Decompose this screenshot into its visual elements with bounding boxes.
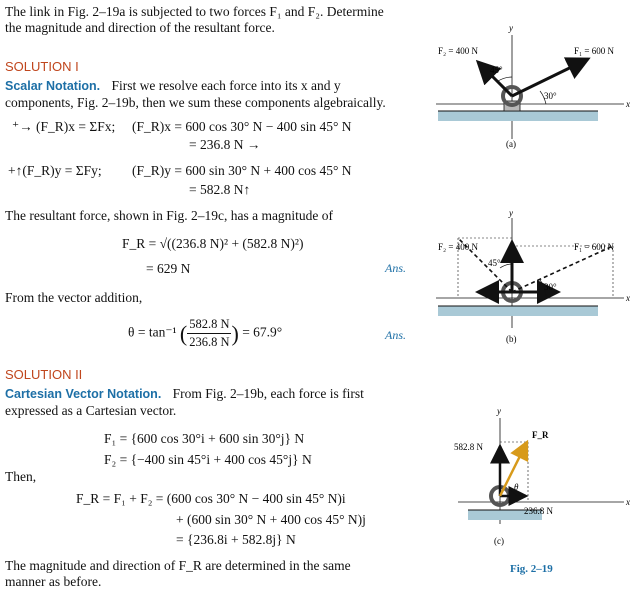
- fig-c-theta-label: θ: [514, 482, 519, 492]
- eq-x-line-1: (F_R)x = 600 cos 30° N − 400 sin 45° N: [132, 119, 352, 134]
- fig-c-x-label: x: [625, 497, 630, 507]
- answer-label-2: Ans.: [385, 328, 406, 342]
- fig-b-y-label: y: [508, 210, 513, 218]
- final-text-2: manner as before.: [5, 574, 102, 589]
- magnitude-text: The resultant force, shown in Fig. 2–19c…: [5, 208, 334, 223]
- eq-x-line-2: = 236.8 N →: [189, 137, 261, 152]
- fig-c-caption: (c): [494, 536, 504, 546]
- fr-cartesian-2: + (600 sin 30° N + 400 cos 45° N)j: [176, 512, 366, 527]
- fig-a-f1-arrow: [511, 57, 591, 98]
- fig-b-30-label: 30°: [544, 282, 557, 292]
- fig-b-45-label: 45°: [488, 258, 501, 268]
- fig-a-x-label: x: [625, 99, 630, 109]
- answer-label-1: Ans.: [385, 261, 406, 275]
- eq-y-line-2: = 582.8 N↑: [189, 182, 251, 197]
- fig-a-ground: [438, 111, 598, 121]
- solution-2-paragraph-2: expressed as a Cartesian vector.: [5, 403, 177, 418]
- eq-y-lhs: +↑(F_R)y = ΣFy;: [8, 163, 102, 178]
- fig-b-f1-label: F₁ = 600 N: [574, 242, 614, 252]
- fig-a-f1-label: F₁ = 600 N: [574, 46, 614, 56]
- solution-1-paragraph-2: components, Fig. 2–19b, then we sum thes…: [5, 95, 386, 110]
- fig-c-ground: [468, 510, 542, 520]
- solution-1-heading: SOLUTION I: [5, 59, 79, 74]
- solution-2-subheading: Cartesian Vector Notation.: [5, 387, 162, 401]
- theta-denominator: 236.8 N: [189, 335, 230, 349]
- f1-vector: F₁ = {600 cos 30°i + 600 sin 30°j} N: [104, 431, 305, 446]
- final-text-1: The magnitude and direction of F_R are d…: [5, 558, 351, 573]
- f2-vector: F₂ = {−400 sin 45°i + 400 cos 45°j} N: [104, 452, 312, 467]
- fig-a-f2-label: F₂ = 400 N: [438, 46, 478, 56]
- figure-b: F₂ = 400 N F₁ = 600 N 45° 30° x y (b): [436, 210, 630, 344]
- fig-c-fr-label: F_R: [532, 430, 549, 440]
- fr-cartesian-1: F_R = F₁ + F₂ = (600 cos 30° N − 400 sin…: [76, 491, 346, 506]
- fig-c-fy-label: 582.8 N: [454, 442, 484, 452]
- eq-y-line-1: (F_R)y = 600 sin 30° N + 400 cos 45° N: [132, 163, 352, 178]
- fig-c-resultant-arrow: [498, 439, 529, 497]
- theta-equation: θ = tan⁻¹ ( 582.8 N 236.8 N ) = 67.9°: [128, 316, 283, 349]
- intro-line-1: The link in Fig. 2–19a is subjected to t…: [5, 4, 384, 19]
- solution-2-heading: SOLUTION II: [5, 367, 83, 382]
- fr-cartesian-3: = {236.8i + 582.8j} N: [176, 532, 296, 547]
- fig-a-ring: [501, 85, 523, 107]
- fig-b-f1-line: [511, 245, 614, 293]
- solution-1-paragraph-1: Scalar Notation. First we resolve each f…: [5, 78, 341, 93]
- fig-a-caption: (a): [506, 139, 516, 149]
- fig-b-caption: (b): [506, 334, 517, 344]
- fig-b-ground: [438, 306, 598, 316]
- figure-c: 582.8 N F_R θ 236.8 N x y (c): [454, 406, 630, 546]
- fig-c-fx-label: 236.8 N: [524, 506, 554, 516]
- fig-a-f2-arrow: [475, 59, 514, 98]
- fig-b-f2-line: [457, 237, 513, 293]
- fig-c-y-label: y: [496, 406, 501, 416]
- fr-value: = 629 N: [146, 261, 191, 276]
- fr-equation: F_R = √((236.8 N)² + (582.8 N)²): [122, 236, 304, 251]
- fig-b-f2-label: F₂ = 400 N: [438, 242, 478, 252]
- theta-lhs: θ = tan⁻¹: [128, 324, 177, 340]
- theta-numerator: 582.8 N: [187, 316, 232, 334]
- fig-a-y-label: y: [508, 23, 513, 33]
- solution-2-paragraph-1: Cartesian Vector Notation. From Fig. 2–1…: [5, 386, 364, 401]
- figure-caption: Fig. 2–19: [510, 563, 553, 575]
- solution-1-subheading: Scalar Notation.: [5, 79, 101, 93]
- fig-a-30-label: 30°: [544, 91, 557, 101]
- fig-a-45-label: 45°: [490, 65, 503, 75]
- theta-value: = 67.9°: [242, 324, 283, 340]
- then-text: Then,: [5, 469, 37, 484]
- from-vector-text: From the vector addition,: [5, 290, 143, 305]
- figure-a: F₂ = 400 N F₁ = 600 N 45° 30° x y (a): [436, 23, 630, 149]
- eq-x-lhs: ⁺→ (F_R)x = ΣFx;: [12, 119, 116, 134]
- fig-b-x-label: x: [625, 293, 630, 303]
- intro-line-2: the magnitude and direction of the resul…: [5, 20, 275, 35]
